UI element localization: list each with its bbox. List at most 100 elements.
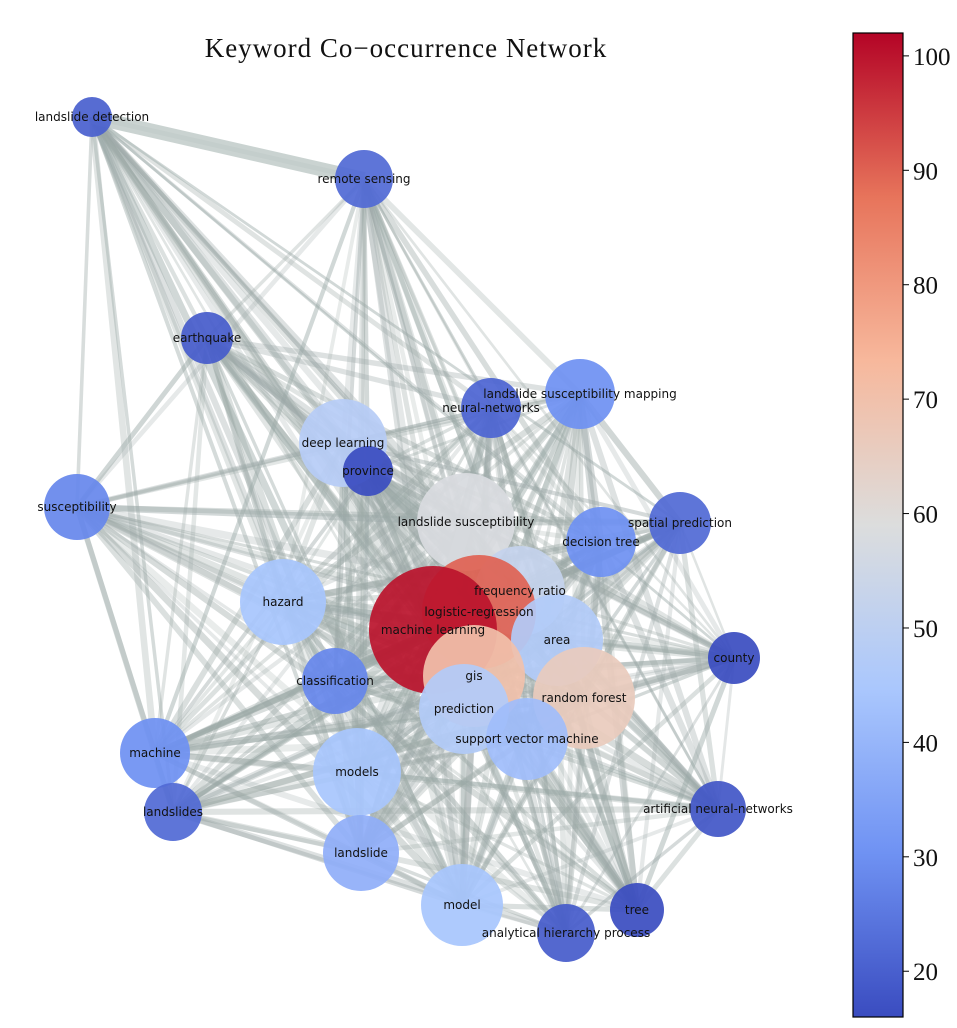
network-edge [172, 809, 638, 913]
node-spatial-prediction [649, 492, 711, 554]
colorbar-tick-label: 70 [913, 387, 938, 414]
node-classification [302, 648, 368, 714]
node-label: landslide [334, 846, 388, 860]
network-edge [333, 407, 493, 682]
node-label: random forest [542, 691, 627, 705]
network-edge [634, 657, 737, 911]
node-label: landslide susceptibility [398, 515, 535, 529]
node-label: artificial neural-networks [643, 802, 793, 816]
network-edge [362, 178, 736, 659]
node-hazard [240, 559, 326, 645]
network-edge [90, 116, 363, 854]
node-county [708, 632, 760, 684]
network-edge [91, 115, 735, 660]
node-label: machine learning [381, 623, 485, 637]
network-edge [340, 178, 367, 444]
network-edge [206, 335, 492, 411]
network-edge [76, 503, 467, 526]
node-landslide [323, 815, 399, 891]
node-landslides [144, 783, 202, 841]
network-edge [90, 116, 209, 339]
node-label: model [443, 898, 480, 912]
network-edge [154, 749, 719, 813]
colorbar-tick-label: 80 [913, 273, 938, 300]
node-label: support vector machine [455, 732, 598, 746]
node-province [343, 446, 393, 496]
network-edge [153, 520, 468, 755]
node-label: area [544, 633, 571, 647]
colorbar-tick-label: 20 [913, 959, 938, 986]
network-edge [334, 679, 638, 912]
node-label: machine [129, 746, 181, 760]
network-edge [89, 115, 346, 445]
network-edge [153, 178, 366, 754]
network-edge [74, 506, 158, 754]
node-landslide-detection [72, 97, 112, 137]
network-edge [153, 337, 209, 754]
node-label: landslide susceptibility mapping [483, 387, 676, 401]
network-edge [172, 805, 719, 816]
network-edge [76, 505, 336, 683]
network-edge [361, 177, 604, 544]
network-edge [89, 115, 640, 912]
network-edge [360, 178, 437, 631]
network-edge [634, 522, 683, 911]
network-edge [76, 406, 492, 509]
network-edge [88, 114, 483, 615]
network-edge [356, 770, 638, 912]
colorbar-bar [852, 32, 904, 1018]
chart-title: Keyword Co−occurrence Network [205, 33, 608, 63]
node-label: gis [465, 669, 482, 683]
network-edge [281, 178, 366, 603]
node-remote-sensing [335, 150, 393, 208]
network-edge [577, 393, 721, 810]
colorbar-tick-label: 30 [913, 845, 938, 872]
network-edge [88, 116, 159, 754]
node-model [421, 864, 503, 946]
network-edge [489, 407, 720, 810]
node-models [313, 728, 401, 816]
node-label: hazard [263, 595, 304, 609]
node-susceptibility [44, 474, 110, 540]
network-edge [171, 679, 337, 814]
node-decision-tree [566, 507, 636, 577]
network-edge [204, 337, 286, 603]
node-label: earthquake [173, 331, 241, 345]
network-edge [461, 807, 719, 907]
node-label: tree [625, 903, 649, 917]
network-edge [74, 504, 569, 936]
node-label: province [342, 464, 394, 478]
node-label: frequency ratio [474, 584, 566, 598]
nodes-layer [44, 97, 760, 962]
node-label: spatial prediction [628, 516, 732, 530]
network-edge [74, 505, 364, 855]
network-edge [89, 115, 469, 524]
network-edge [205, 177, 366, 340]
network-edge [75, 505, 359, 774]
node-label: logistic-regression [424, 605, 533, 619]
network-edge [153, 750, 464, 908]
network-edge [75, 504, 639, 913]
network-edge [90, 116, 175, 813]
colorbar-tick-label: 100 [913, 44, 951, 71]
network-edge [154, 750, 638, 913]
network-edge [354, 470, 371, 773]
network-edge [74, 504, 465, 908]
network-edge [153, 392, 582, 755]
network-edge [564, 657, 736, 934]
network-edge [75, 336, 209, 509]
node-label: neural-networks [442, 401, 540, 415]
node-label: deep learning [302, 436, 385, 450]
network-edge [361, 176, 583, 397]
network-edge [172, 809, 463, 908]
network-edge [333, 679, 568, 935]
network-edge [153, 750, 363, 856]
network-edge [677, 522, 721, 810]
network-edge [598, 540, 721, 811]
network-edge [206, 335, 581, 397]
colorbar-tick-label: 50 [913, 616, 938, 643]
network-edge [362, 178, 720, 810]
